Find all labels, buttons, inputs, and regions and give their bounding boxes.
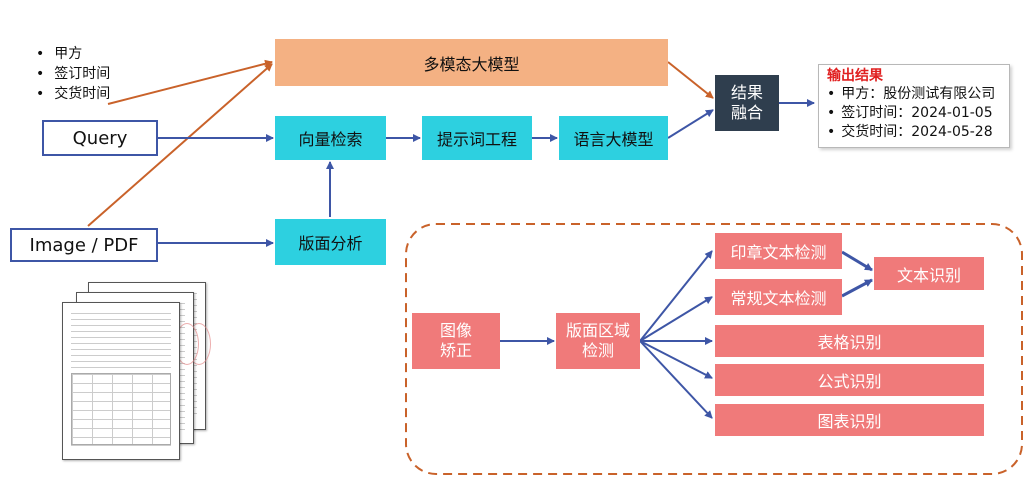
text-recognition-label: 文本识别 [896, 265, 961, 285]
output-result-list: 甲方：股份测试有限公司 签订时间：2024-01-05 交货时间：2024-05… [827, 85, 1001, 142]
multimodal-llm-label: 多模态大模型 [423, 54, 520, 74]
chart-recognition-label: 图表识别 [817, 412, 882, 431]
prompt-engineering-node: 提示词工程 [422, 116, 532, 160]
output-result-item: 交货时间：2024-05-28 [827, 123, 1001, 142]
text-recognition-node: 文本识别 [874, 257, 984, 290]
vector-search-node: 向量检索 [275, 116, 386, 160]
multimodal-llm-node: 多模态大模型 [275, 39, 668, 86]
image-correction-label: 图像 矫正 [439, 321, 472, 360]
regular-text-detection-label: 常规文本检测 [730, 289, 827, 308]
region-detection-label: 版面区域 检测 [565, 321, 630, 360]
table-recognition-label: 表格识别 [817, 333, 882, 352]
query-field-item: 签订时间 [36, 64, 110, 84]
chart-recognition-node: 图表识别 [715, 404, 984, 436]
output-result-item: 甲方：股份测试有限公司 [827, 85, 1001, 104]
output-result-title: 输出结果 [827, 68, 883, 84]
query-fields-list: 甲方 签订时间 交货时间 [36, 44, 110, 104]
query-node: Query [42, 120, 158, 156]
layout-module-container [405, 223, 1023, 475]
result-fusion-label: 结果 融合 [730, 83, 763, 122]
image-correction-node: 图像 矫正 [412, 313, 500, 369]
output-result-item: 签订时间：2024-01-05 [827, 104, 1001, 123]
arrow-region-to-regular [639, 296, 713, 342]
image-pdf-node: Image / PDF [10, 228, 158, 262]
regular-text-detection-node: 常规文本检测 [715, 279, 842, 315]
language-llm-label: 语言大模型 [573, 130, 654, 149]
arrow-bullets-to-multimodal [107, 59, 273, 105]
arrow-multimodal-to-fusion [667, 61, 714, 99]
arrow-regular-to-textrec [841, 278, 873, 298]
seal-text-detection-label: 印章文本检测 [730, 243, 827, 262]
vector-search-label: 向量检索 [298, 130, 363, 149]
arrow-region-to-formula [639, 340, 713, 379]
seal-text-detection-node: 印章文本检测 [715, 233, 842, 269]
query-field-item: 交货时间 [36, 84, 110, 104]
formula-recognition-node: 公式识别 [715, 364, 984, 396]
arrow-region-to-chart [639, 340, 713, 419]
result-fusion-node: 结果 融合 [715, 75, 779, 131]
layout-analysis-label: 版面分析 [298, 234, 363, 253]
arrow-region-to-seal [639, 250, 713, 342]
document-page-front [62, 302, 180, 460]
arrow-imagepdf-to-multimodal [87, 63, 273, 227]
formula-recognition-label: 公式识别 [817, 372, 882, 391]
output-result-box: 输出结果 甲方：股份测试有限公司 签订时间：2024-01-05 交货时间：20… [818, 64, 1010, 148]
query-field-item: 甲方 [36, 44, 110, 64]
region-detection-node: 版面区域 检测 [556, 313, 640, 369]
image-pdf-label: Image / PDF [29, 234, 139, 256]
prompt-engineering-label: 提示词工程 [436, 130, 517, 149]
layout-analysis-node: 版面分析 [275, 219, 386, 265]
arrow-llm-to-fusion [667, 109, 714, 139]
arrow-seal-to-textrec [841, 250, 873, 272]
language-llm-node: 语言大模型 [559, 116, 668, 160]
table-recognition-node: 表格识别 [715, 325, 984, 357]
query-label: Query [72, 127, 128, 149]
